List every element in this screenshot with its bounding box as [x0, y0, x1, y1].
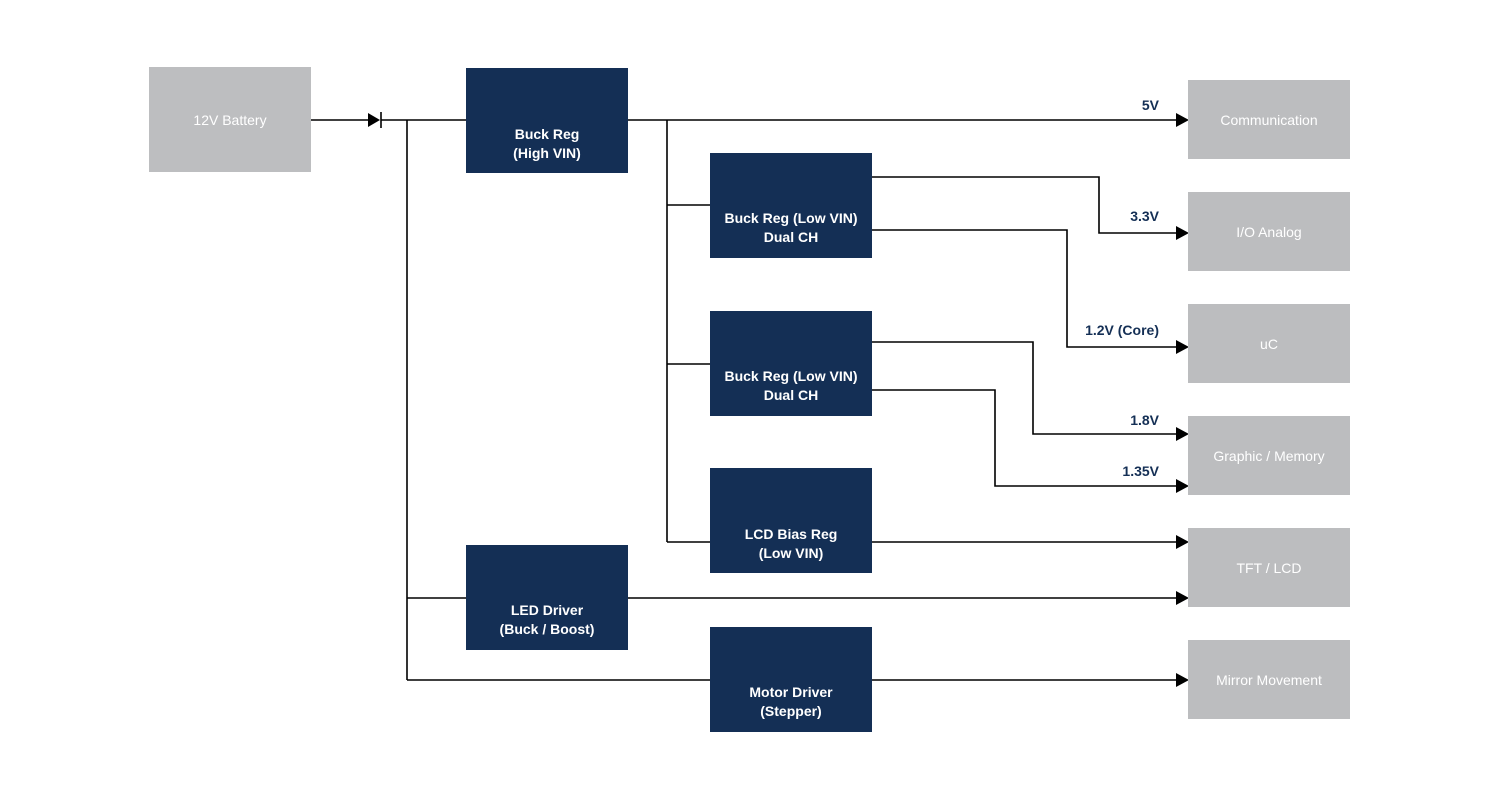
voltage-labels: 5V 3.3V 1.2V (Core) 1.8V 1.35V [1085, 97, 1160, 479]
led-driver-line2: (Buck / Boost) [500, 621, 595, 637]
communication-label: Communication [1220, 112, 1317, 128]
buck-reg-high-vin-line2: (High VIN) [513, 145, 581, 161]
buck-reg-low-vin-2-line1: Buck Reg (Low VIN) [724, 368, 857, 384]
arrow-icon [1176, 673, 1189, 687]
buck-reg-low-vin-1-line1: Buck Reg (Low VIN) [724, 210, 857, 226]
wire-1v35 [872, 389, 1177, 487]
voltage-label-1v2: 1.2V (Core) [1085, 322, 1159, 338]
lcd-bias-reg-line2: (Low VIN) [759, 545, 824, 561]
arrow-icon [1176, 340, 1189, 354]
graphic-memory-label: Graphic / Memory [1213, 448, 1324, 464]
voltage-label-1v35: 1.35V [1122, 463, 1159, 479]
buck-reg-high-vin-line1: Buck Reg [515, 126, 580, 142]
tft-lcd-block: TFT / LCD [1188, 528, 1350, 607]
tft-lcd-label: TFT / LCD [1236, 560, 1301, 576]
mirror-movement-block: Mirror Movement [1188, 640, 1350, 719]
buck-reg-low-vin-2-line2: Dual CH [764, 387, 818, 403]
motor-driver-line1: Motor Driver [749, 684, 833, 700]
communication-block: Communication [1188, 80, 1350, 159]
buck-reg-low-vin-block-1: Buck Reg (Low VIN) Dual CH [710, 153, 872, 258]
voltage-label-5v: 5V [1142, 97, 1160, 113]
voltage-label-3v3: 3.3V [1130, 208, 1159, 224]
buck-reg-low-vin-block-2: Buck Reg (Low VIN) Dual CH [710, 311, 872, 416]
arrow-icon [1176, 479, 1189, 493]
arrowheads [1176, 113, 1189, 687]
diode-icon [368, 112, 382, 128]
io-analog-block: I/O Analog [1188, 192, 1350, 271]
uc-label: uC [1260, 336, 1278, 352]
led-driver-block: LED Driver (Buck / Boost) [466, 545, 628, 650]
mirror-movement-label: Mirror Movement [1216, 672, 1322, 688]
arrow-icon [1176, 427, 1189, 441]
battery-block: 12V Battery [149, 67, 311, 172]
wire-1v2 [872, 229, 1177, 348]
graphic-memory-block: Graphic / Memory [1188, 416, 1350, 495]
wire-3v3 [872, 176, 1177, 234]
lcd-bias-reg-line1: LCD Bias Reg [745, 526, 838, 542]
io-analog-label: I/O Analog [1236, 224, 1301, 240]
led-driver-line1: LED Driver [511, 602, 584, 618]
uc-block: uC [1188, 304, 1350, 383]
motor-driver-line2: (Stepper) [760, 703, 821, 719]
buck-reg-low-vin-1-line2: Dual CH [764, 229, 818, 245]
motor-driver-block: Motor Driver (Stepper) [710, 627, 872, 732]
arrow-icon [1176, 535, 1189, 549]
lcd-bias-reg-block: LCD Bias Reg (Low VIN) [710, 468, 872, 573]
buck-reg-high-vin-block: Buck Reg (High VIN) [466, 68, 628, 173]
arrow-icon [1176, 591, 1189, 605]
wire-1v8 [872, 341, 1177, 435]
arrow-icon [1176, 226, 1189, 240]
wires [311, 119, 1177, 681]
battery-label: 12V Battery [193, 112, 266, 128]
arrow-icon [1176, 113, 1189, 127]
voltage-label-1v8: 1.8V [1130, 412, 1159, 428]
